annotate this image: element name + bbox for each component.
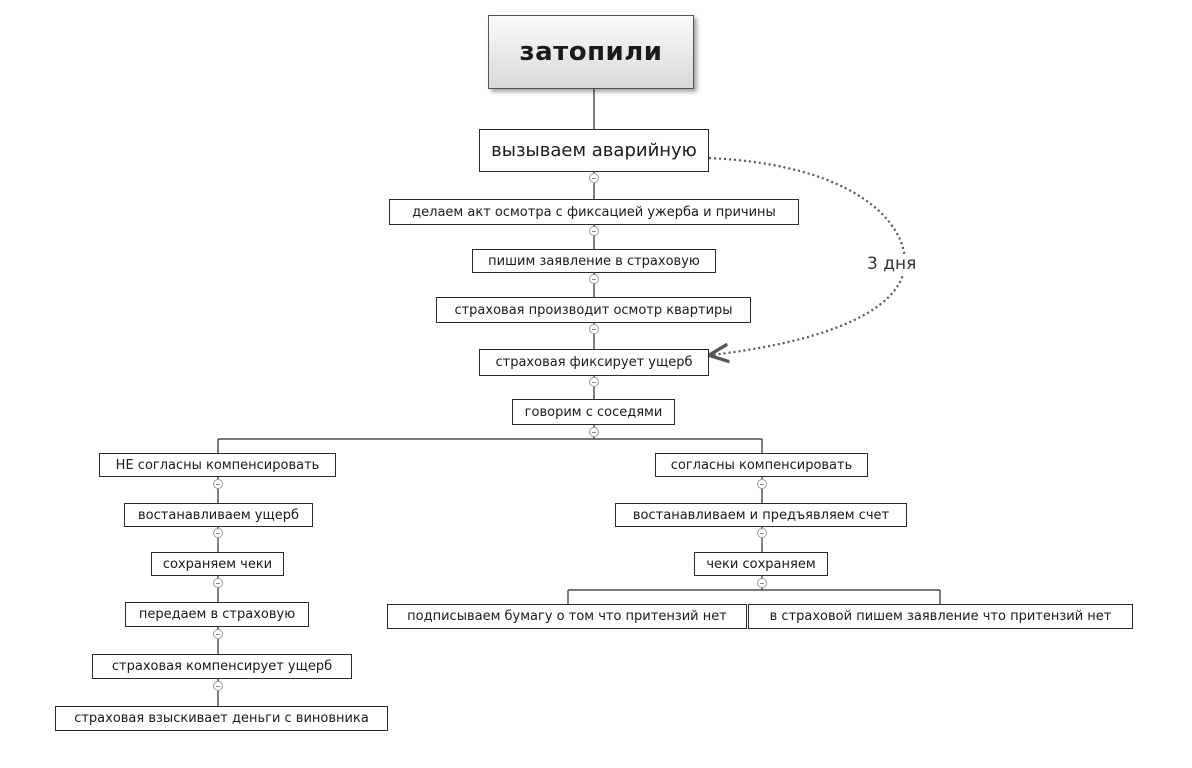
node-insurance-claim[interactable]: пишим заявление в страховую <box>472 249 716 273</box>
node-right-item-2[interactable]: чеки сохраняем <box>694 552 828 576</box>
collapse-toggle-icon[interactable] <box>589 427 599 437</box>
node-emergency[interactable]: вызываем аварийную <box>479 129 709 172</box>
node-left-item-5[interactable]: страховая взыскивает деньги с виновника <box>55 706 388 731</box>
node-left-item-2[interactable]: сохраняем чеки <box>151 552 284 576</box>
collapse-toggle-icon[interactable] <box>589 324 599 334</box>
node-talk-neighbors[interactable]: говорим с соседями <box>512 399 675 425</box>
node-left-branch-title[interactable]: НЕ согласны компенсировать <box>99 453 336 477</box>
relationship-label: 3 дня <box>864 254 920 274</box>
collapse-toggle-icon[interactable] <box>589 226 599 236</box>
node-right-branch-title[interactable]: согласны компенсировать <box>655 453 868 477</box>
node-left-item-1[interactable]: востанавливаем ущерб <box>124 503 313 527</box>
collapse-toggle-icon[interactable] <box>757 528 767 538</box>
collapse-toggle-icon[interactable] <box>213 681 223 691</box>
collapse-toggle-icon[interactable] <box>589 173 599 183</box>
node-right-item-1[interactable]: востанавливаем и предъявляем счет <box>615 503 907 527</box>
collapse-toggle-icon[interactable] <box>589 377 599 387</box>
node-right-outcome-2[interactable]: в страховой пишем заявление что притензи… <box>748 604 1133 629</box>
node-insurer-records[interactable]: страховая фиксирует ущерб <box>479 349 709 376</box>
collapse-toggle-icon[interactable] <box>213 578 223 588</box>
collapse-toggle-icon[interactable] <box>213 528 223 538</box>
node-left-item-4[interactable]: страховая компенсирует ущерб <box>92 654 352 679</box>
collapse-toggle-icon[interactable] <box>213 479 223 489</box>
collapse-toggle-icon[interactable] <box>213 629 223 639</box>
node-inspection-act[interactable]: делаем акт осмотра с фиксацией ужерба и … <box>389 199 799 225</box>
node-right-outcome-1[interactable]: подписываем бумагу о том что притензий н… <box>387 604 747 629</box>
node-insurer-inspects[interactable]: страховая производит осмотр квартиры <box>436 297 751 323</box>
node-left-item-3[interactable]: передаем в страховую <box>125 602 309 627</box>
collapse-toggle-icon[interactable] <box>757 479 767 489</box>
collapse-toggle-icon[interactable] <box>589 274 599 284</box>
collapse-toggle-icon[interactable] <box>757 578 767 588</box>
root-node[interactable]: затопили <box>488 15 694 89</box>
